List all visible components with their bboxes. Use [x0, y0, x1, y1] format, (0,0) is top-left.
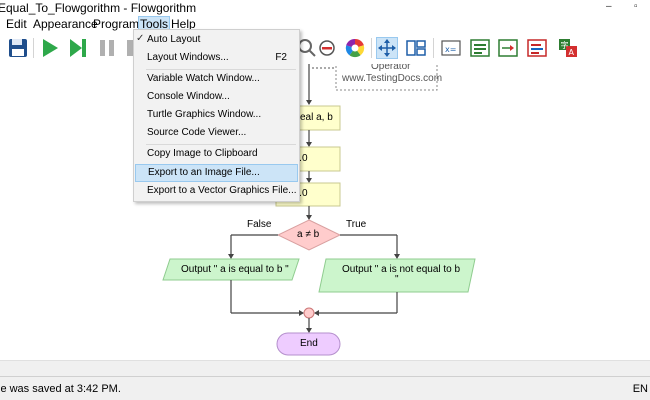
status-strip: [0, 360, 650, 376]
menu-console-window[interactable]: Console Window...: [147, 91, 230, 102]
layout-windows-icon[interactable]: [405, 37, 427, 59]
merge-node: [303, 307, 315, 319]
comment-box[interactable]: [335, 64, 438, 91]
menu-tools[interactable]: Tools: [138, 16, 171, 32]
menu-auto-layout[interactable]: ✓ Auto Layout: [136, 33, 201, 45]
end-terminal[interactable]: [276, 332, 341, 356]
output-true-box[interactable]: [318, 258, 476, 293]
condition-text: a ≠ b: [297, 229, 320, 240]
menu-separator: [146, 144, 296, 145]
auto-layout-icon[interactable]: [376, 37, 398, 59]
menu-source-code-viewer[interactable]: Source Code Viewer...: [147, 127, 247, 138]
false-label: False: [247, 219, 272, 230]
true-label: True: [346, 219, 367, 230]
step-icon[interactable]: [67, 37, 89, 59]
toolbar-separator: [33, 38, 34, 58]
menu-appearance[interactable]: Appearance: [33, 17, 98, 31]
shortcut-f2: F2: [275, 52, 287, 63]
pause-icon[interactable]: [96, 37, 118, 59]
output-true-text-1: Output " a is not equal to b: [342, 264, 461, 275]
menu-help[interactable]: Help: [171, 17, 196, 31]
declare-text: eal a, b: [300, 112, 333, 123]
menu-variable-watch[interactable]: Variable Watch Window...: [147, 73, 260, 84]
toolbar-separator: [371, 38, 372, 58]
svg-text:x=: x=: [445, 45, 456, 54]
output-false-text: Output " a is equal to b ": [181, 264, 289, 275]
output-false-box[interactable]: [162, 258, 300, 281]
menu-separator: [146, 69, 296, 70]
comment-line-1: Operator: [371, 64, 411, 72]
color-theme-icon[interactable]: [344, 37, 366, 59]
save-icon[interactable]: [7, 37, 29, 59]
toolbar-separator: [433, 38, 434, 58]
output-true-text-2: ": [395, 274, 399, 285]
menu-layout-windows[interactable]: Layout Windows... F2: [147, 52, 287, 63]
end-text: End: [300, 338, 318, 349]
run-icon[interactable]: [39, 37, 61, 59]
variable-watch-icon[interactable]: x=: [440, 37, 462, 59]
menu-turtle-graphics[interactable]: Turtle Graphics Window...: [147, 109, 262, 120]
console-icon[interactable]: [469, 37, 491, 59]
status-bar: le was saved at 3:42 PM. EN: [0, 376, 650, 400]
minimize-button[interactable]: –: [606, 1, 612, 12]
zoom-out-icon[interactable]: [316, 37, 338, 59]
flowchart-drawing: [162, 64, 476, 356]
menu-edit[interactable]: Edit: [6, 17, 27, 31]
flowchart-canvas[interactable]: Operator www.TestingDocs.com eal a, b = …: [0, 64, 650, 360]
menu-export-vector[interactable]: Export to a Vector Graphics File...: [147, 185, 297, 196]
decision-diamond[interactable]: [276, 219, 342, 251]
maximize-button[interactable]: ▫: [634, 1, 638, 12]
svg-text:A: A: [569, 48, 575, 57]
stop-icon[interactable]: [124, 37, 146, 59]
source-code-icon[interactable]: [526, 37, 548, 59]
comment-line-2: www.TestingDocs.com: [342, 73, 443, 84]
language-indicator: EN: [632, 383, 648, 395]
status-message: le was saved at 3:42 PM.: [0, 383, 121, 395]
turtle-graphics-icon[interactable]: [497, 37, 519, 59]
check-icon: ✓: [136, 33, 145, 44]
menu-bar: Edit Appearance Program Tools Help: [0, 16, 650, 32]
title-bar: Equal_To_Flowgorithm - Flowgorithm – ▫: [0, 0, 650, 16]
tools-menu: ✓ Auto Layout Layout Windows... F2 Varia…: [133, 29, 300, 202]
menu-program[interactable]: Program: [93, 17, 140, 31]
window-title: Equal_To_Flowgorithm - Flowgorithm: [0, 1, 197, 15]
svg-text:字: 字: [561, 40, 569, 50]
menu-export-image[interactable]: Export to an Image File...: [135, 164, 298, 182]
menu-copy-image[interactable]: Copy Image to Clipboard: [147, 148, 258, 159]
